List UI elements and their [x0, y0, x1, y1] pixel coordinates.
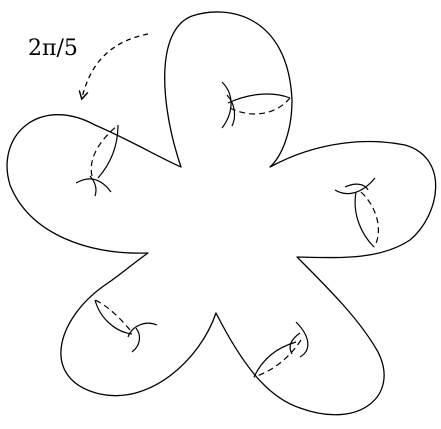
rotation-label: 2π/5 — [28, 36, 78, 61]
handle-bottom-right-hidden-curve — [254, 340, 301, 377]
handle-top — [222, 82, 290, 128]
handle-left — [76, 125, 118, 196]
handle-top-upper-arc — [222, 82, 231, 128]
handle-bottom-left-upper-arc — [128, 323, 157, 337]
handle-bottom-left-visible-curve — [95, 300, 132, 334]
handle-bottom-right — [254, 322, 308, 377]
handle-right-hidden-curve — [361, 192, 378, 247]
handle-bottom-left-lower-arc — [132, 328, 139, 352]
rotation-arrow — [82, 34, 148, 98]
handle-right-upper-arc — [335, 178, 375, 194]
handle-top-visible-curve — [228, 94, 290, 103]
handle-top-hidden-curve — [230, 98, 290, 114]
handle-right-lower-arc — [345, 184, 368, 190]
handle-right — [335, 178, 378, 247]
handle-bottom-left — [95, 300, 157, 352]
handle-left-visible-curve — [98, 125, 118, 178]
handle-right-visible-curve — [355, 192, 374, 247]
handle-bottom-right-upper-arc — [296, 322, 308, 357]
surface-outline — [7, 12, 436, 415]
